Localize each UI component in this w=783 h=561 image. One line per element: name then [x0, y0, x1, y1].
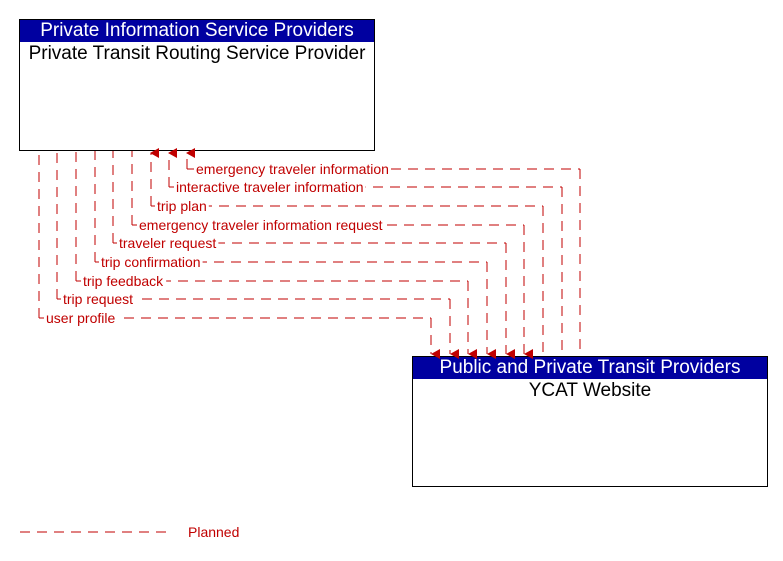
- source-box-category: Private Information Service Providers: [20, 20, 374, 42]
- flow-label-trip-feedback: trip feedback: [83, 273, 164, 289]
- source-box: Private Information Service Providers Pr…: [19, 19, 375, 151]
- flow-label-backdrop: [61, 291, 136, 307]
- flow-label-trip-plan: trip plan: [157, 198, 207, 214]
- flow-label-traveler-request: traveler request: [119, 235, 216, 251]
- target-box: Public and Private Transit Providers YCA…: [412, 356, 768, 487]
- flow-label-backdrop: [117, 235, 219, 251]
- flow-8: user profile: [38, 151, 440, 359]
- legend-planned-label: Planned: [188, 524, 239, 540]
- flow-label-emergency-traveler-information: emergency traveler information: [196, 161, 389, 177]
- flow-label-interactive-traveler-information: interactive traveler information: [176, 179, 364, 195]
- flow-label-user-profile: user profile: [46, 310, 115, 326]
- flow-6: trip feedback: [75, 151, 477, 359]
- flow-7: trip request: [56, 151, 459, 359]
- flow-label-backdrop: [99, 254, 203, 270]
- flow-2: trip plan: [150, 148, 544, 356]
- flow-3: emergency traveler information request: [131, 151, 533, 359]
- flow-label-backdrop: [44, 310, 118, 326]
- flow-label-backdrop: [137, 217, 385, 233]
- flow-5: trip confirmation: [94, 151, 496, 359]
- legend: Planned: [20, 524, 239, 540]
- flow-label-trip-confirmation: trip confirmation: [101, 254, 201, 270]
- target-box-name: YCAT Website: [528, 380, 652, 401]
- flow-label-emergency-traveler-information-request: emergency traveler information request: [139, 217, 383, 233]
- flow-label-backdrop: [194, 161, 391, 177]
- target-box-category: Public and Private Transit Providers: [413, 357, 767, 379]
- flow-layer: emergency traveler information interactiv…: [38, 148, 581, 359]
- flow-label-trip-request: trip request: [63, 291, 133, 307]
- flow-4: traveler request: [112, 151, 515, 359]
- flow-0: emergency traveler information: [186, 148, 581, 356]
- flow-label-backdrop: [174, 179, 366, 195]
- source-box-name: Private Transit Routing Service Provider: [28, 43, 366, 64]
- flow-1: interactive traveler information: [168, 148, 563, 356]
- flow-label-backdrop: [155, 198, 209, 214]
- flow-label-backdrop: [81, 273, 167, 289]
